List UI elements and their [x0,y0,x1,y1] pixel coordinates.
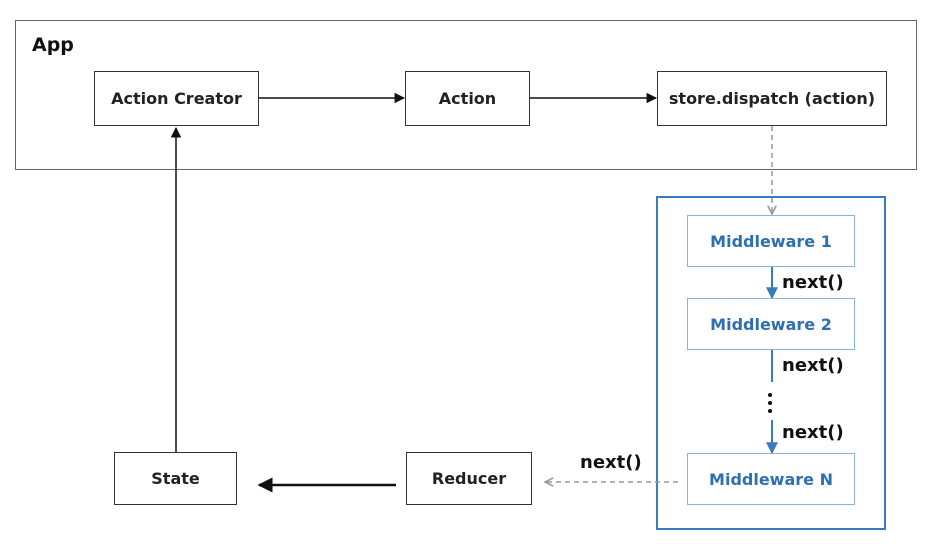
next-label-1: next() [782,272,844,293]
middleware-n-node: Middleware N [687,453,855,505]
app-label: App [32,34,74,56]
reducer-node: Reducer [406,452,532,505]
next-label-to-reducer: next() [580,452,642,473]
action-node: Action [405,71,530,126]
middleware-2-node: Middleware 2 [687,298,855,350]
action-creator-node: Action Creator [94,71,259,126]
ellipsis-dots [768,393,774,417]
next-label-3: next() [782,422,844,443]
next-label-2: next() [782,355,844,376]
dispatch-node: store.dispatch (action) [657,71,887,126]
middleware-1-node: Middleware 1 [687,215,855,267]
state-node: State [114,452,237,505]
